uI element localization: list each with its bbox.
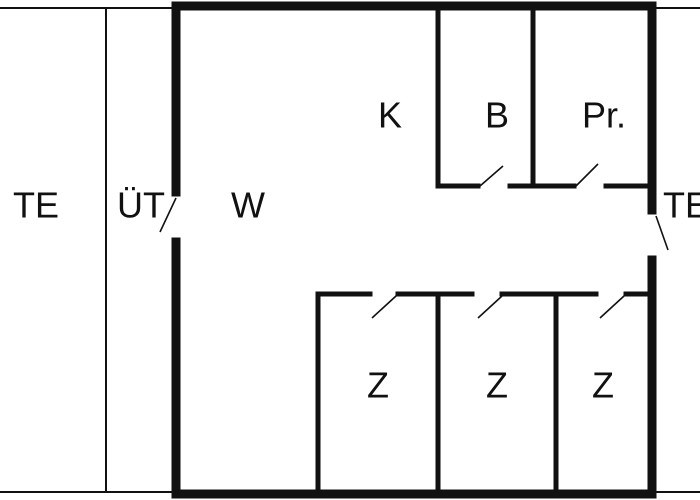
room-label-z3: Z — [592, 365, 614, 406]
room-label-te-right: TE — [663, 185, 700, 226]
door-z1[interactable] — [371, 295, 397, 319]
room-label-te-left: TE — [13, 185, 59, 226]
room-label-z2: Z — [486, 365, 508, 406]
room-label-z1: Z — [367, 365, 389, 406]
room-label-ut: ÜT — [117, 185, 165, 226]
door-z2[interactable] — [477, 295, 503, 319]
door-z3[interactable] — [599, 295, 625, 319]
door-ut[interactable] — [159, 197, 177, 233]
interior-walls — [315, 7, 653, 495]
room-label-pr: Pr. — [582, 95, 626, 136]
thin-lines — [0, 7, 700, 493]
door-te-right[interactable] — [655, 215, 669, 251]
door-pr[interactable] — [575, 163, 599, 187]
door-b[interactable] — [479, 165, 504, 187]
room-labels: TE ÜT W K B Pr. TE Z Z Z — [13, 95, 700, 406]
room-label-b: B — [485, 95, 509, 136]
walls — [171, 1, 657, 499]
room-label-k: K — [378, 95, 402, 136]
doors — [159, 163, 669, 319]
room-label-w: W — [231, 185, 265, 226]
